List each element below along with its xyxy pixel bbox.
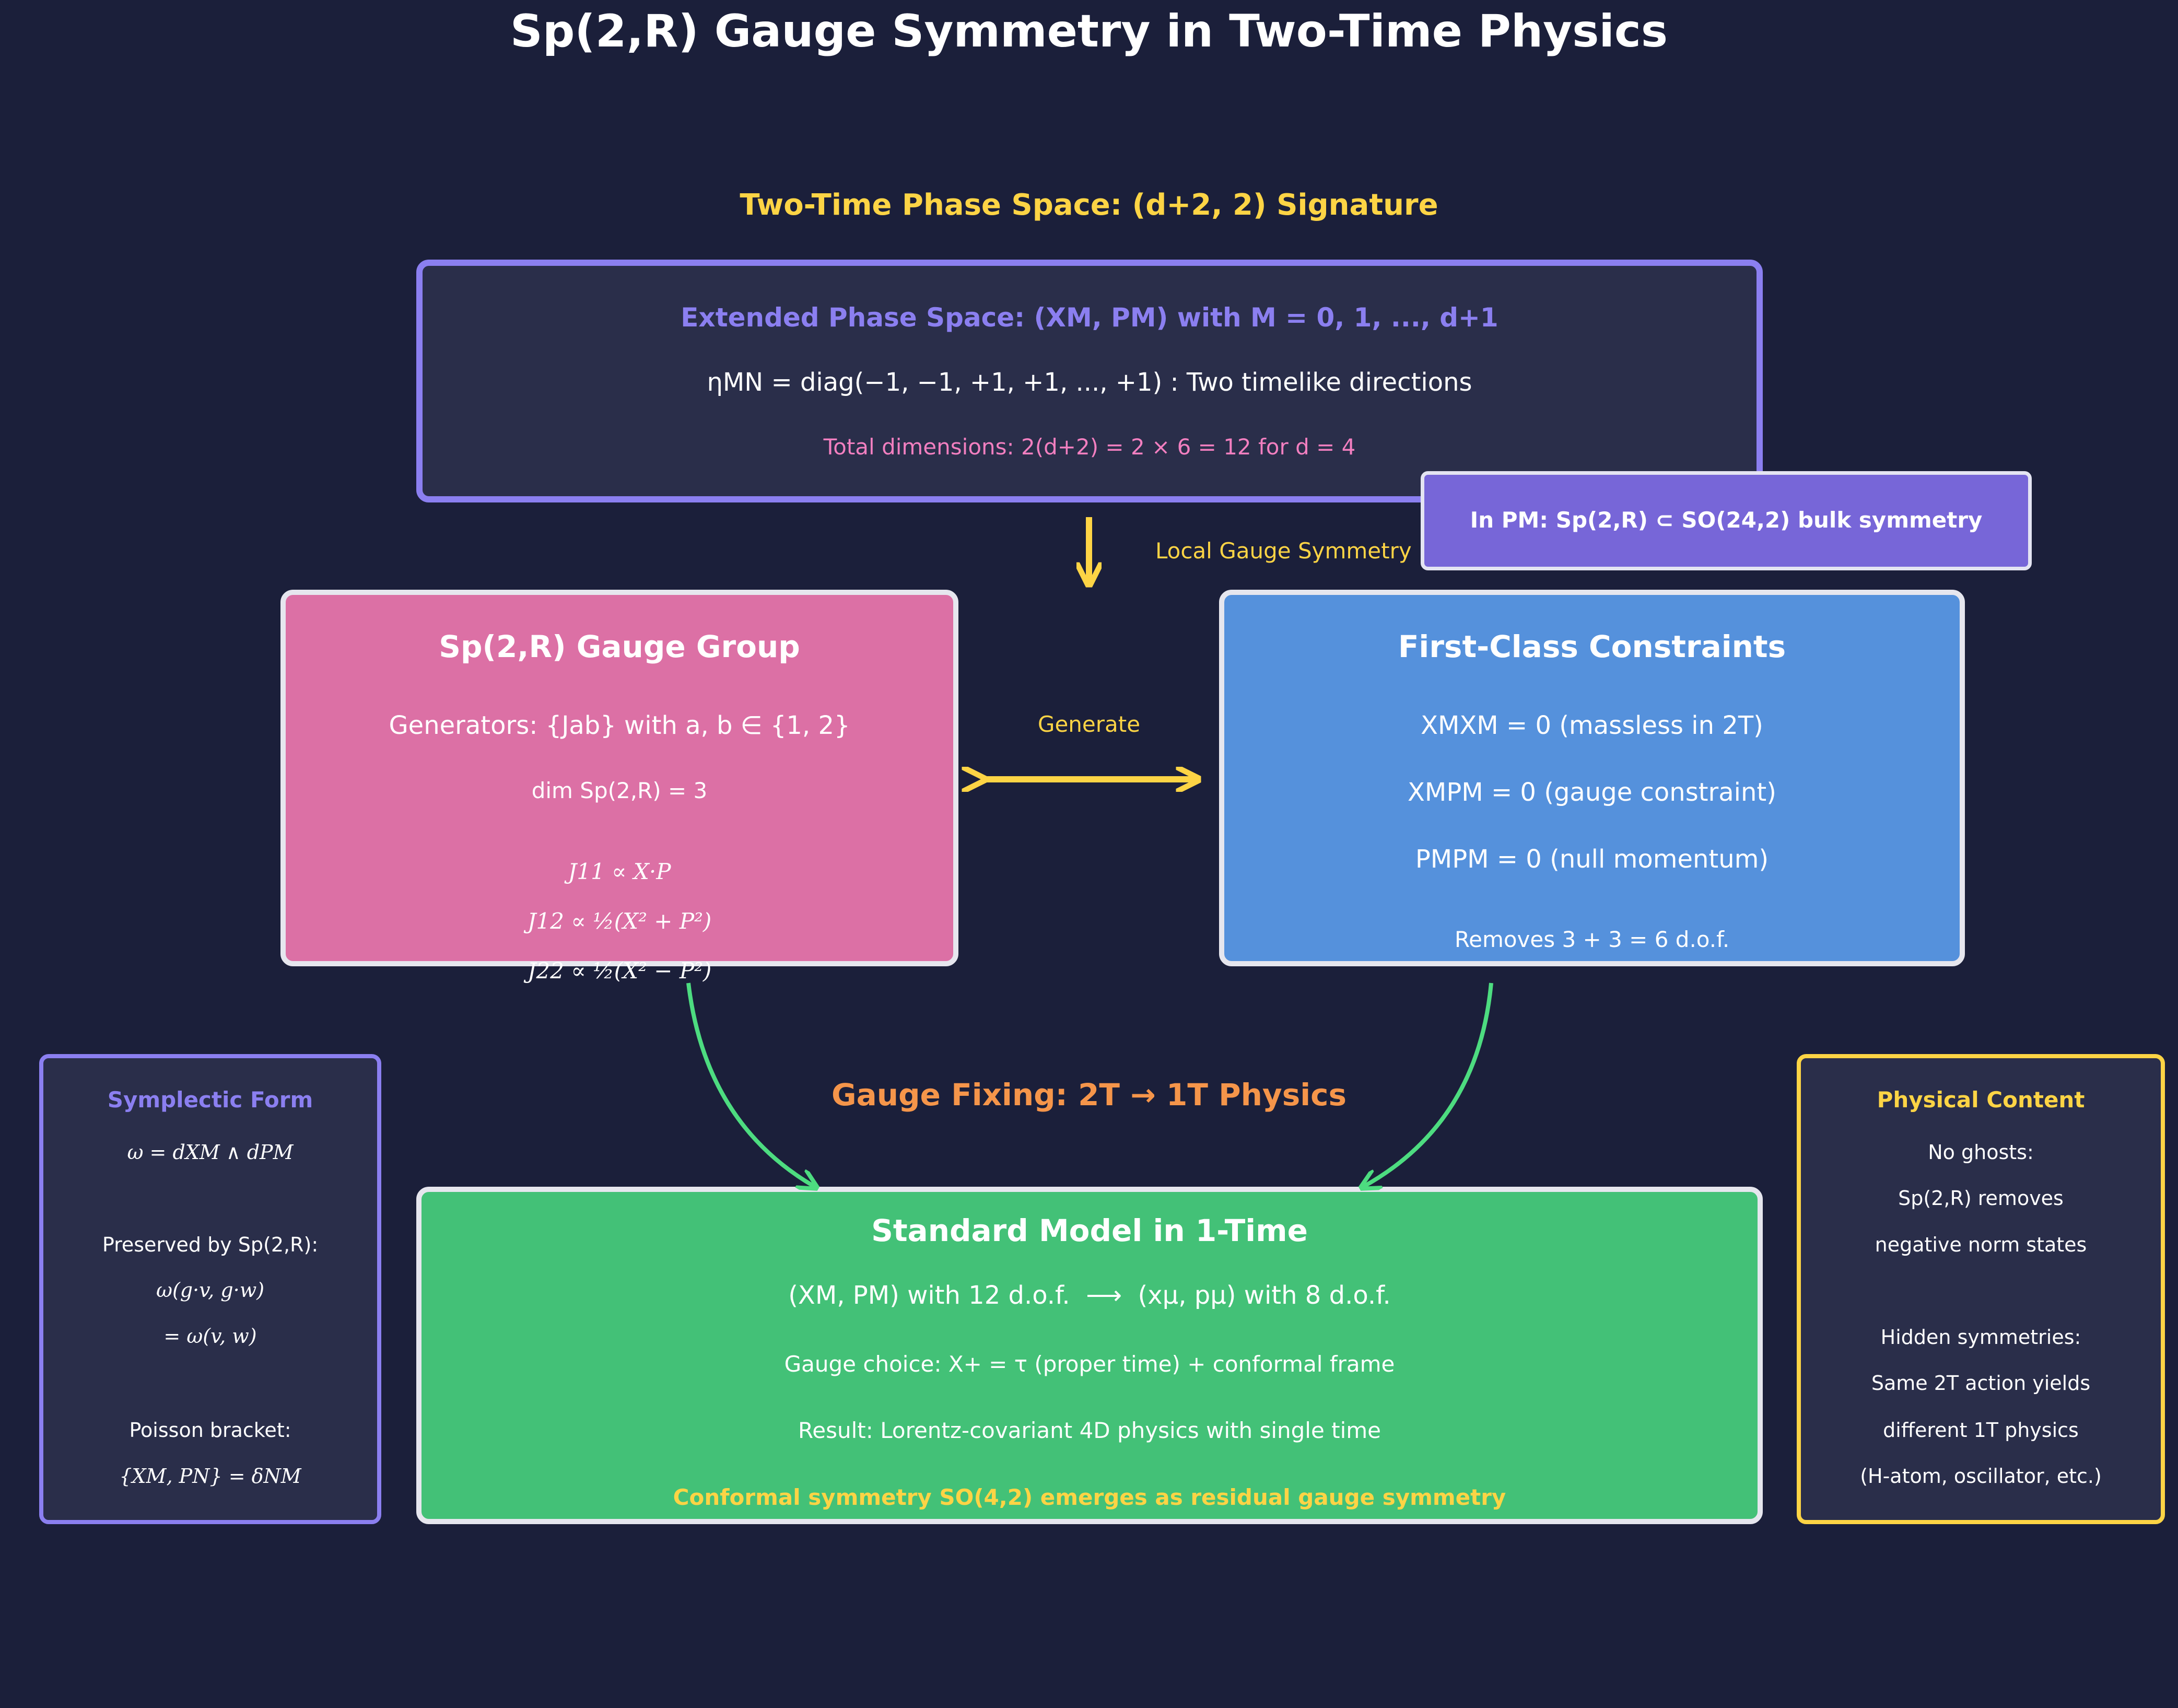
physical-l7: (H-atom, oscillator, etc.) — [1860, 1465, 2102, 1488]
standard-model-l1: (XM, PM) with 12 d.o.f. ⟶ (xμ, pμ) with … — [788, 1281, 1391, 1310]
physical-l2: Sp(2,R) removes — [1898, 1187, 2064, 1210]
standard-model-l2: Gauge choice: X+ = τ (proper time) + con… — [784, 1351, 1395, 1377]
symplectic-l1: ω = dXM ∧ dPM — [127, 1141, 294, 1164]
constraint-1: XMXM = 0 (massless in 2T) — [1421, 711, 1763, 740]
constraint-3: PMPM = 0 (null momentum) — [1415, 845, 1769, 874]
j22-line: J22 ∝ ½(X² − P²) — [527, 958, 712, 984]
physical-l1: No ghosts: — [1928, 1141, 2034, 1164]
physical-l3: negative norm states — [1875, 1233, 2087, 1256]
symplectic-l2: Preserved by Sp(2,R): — [102, 1233, 319, 1256]
constraint-2: XMPM = 0 (gauge constraint) — [1408, 778, 1776, 807]
symplectic-box: Symplectic Form ω = dXM ∧ dPM Preserved … — [39, 1054, 381, 1524]
physical-title: Physical Content — [1877, 1087, 2085, 1113]
j12-line: J12 ∝ ½(X² + P²) — [527, 908, 712, 934]
constraints-to-sm-arrow — [1363, 982, 1493, 1187]
physical-l5: Same 2T action yields — [1871, 1372, 2091, 1395]
phase-space-heading: Two-Time Phase Space: (d+2, 2) Signature — [740, 188, 1438, 222]
physical-content-box: Physical Content No ghosts: Sp(2,R) remo… — [1797, 1054, 2165, 1524]
constraints-title: First-Class Constraints — [1398, 629, 1786, 664]
generate-label: Generate — [1037, 711, 1141, 737]
symplectic-l6: {XM, PN} = δNM — [119, 1465, 301, 1488]
phase-space-line-1: Extended Phase Space: (XM, PM) with M = … — [423, 302, 1757, 333]
symplectic-l4: = ω(v, w) — [163, 1325, 257, 1348]
gauge-group-title: Sp(2,R) Gauge Group — [439, 629, 800, 664]
generators-line: Generators: {Jab} with a, b ∈ {1, 2} — [389, 711, 850, 740]
symplectic-l3: ω(g·v, g·w) — [156, 1279, 265, 1302]
standard-model-l4: Conformal symmetry SO(4,2) emerges as re… — [673, 1484, 1506, 1510]
j11-line: J11 ∝ X·P — [568, 859, 671, 884]
removes-line: Removes 3 + 3 = 6 d.o.f. — [1454, 927, 1730, 952]
phase-space-line-1-text: Extended Phase Space: (XM, PM) with M = … — [681, 302, 1498, 333]
physical-l6: different 1T physics — [1883, 1419, 2079, 1442]
pm-note-box: In PM: Sp(2,R) ⊂ SO(24,2) bulk symmetry — [1421, 471, 2032, 570]
local-gauge-symmetry-label: Local Gauge Symmetry — [1155, 538, 1412, 564]
total-dimensions-line: Total dimensions: 2(d+2) = 2 × 6 = 12 fo… — [823, 434, 1356, 460]
gauge-group-box: Sp(2,R) Gauge Group Generators: {Jab} wi… — [280, 590, 958, 984]
gauge-group-to-sm-arrow — [686, 982, 815, 1187]
symplectic-title: Symplectic Form — [107, 1087, 313, 1113]
gauge-fixing-heading: Gauge Fixing: 2T → 1T Physics — [832, 1077, 1346, 1113]
standard-model-title: Standard Model in 1-Time — [871, 1213, 1308, 1248]
dim-line: dim Sp(2,R) = 3 — [531, 778, 708, 803]
standard-model-l3: Result: Lorentz-covariant 4D physics wit… — [798, 1418, 1381, 1443]
pm-note-text: In PM: Sp(2,R) ⊂ SO(24,2) bulk symmetry — [1470, 507, 1983, 533]
standard-model-box: Standard Model in 1-Time (XM, PM) with 1… — [416, 1187, 1763, 1524]
symplectic-l5: Poisson bracket: — [129, 1419, 291, 1442]
page-title: Sp(2,R) Gauge Symmetry in Two-Time Physi… — [510, 5, 1668, 57]
metric-line: ηMN = diag(−1, −1, +1, +1, ..., +1) : Tw… — [707, 368, 1472, 397]
constraints-box: First-Class Constraints XMXM = 0 (massle… — [1219, 590, 1965, 966]
physical-l4: Hidden symmetries: — [1880, 1326, 2081, 1349]
